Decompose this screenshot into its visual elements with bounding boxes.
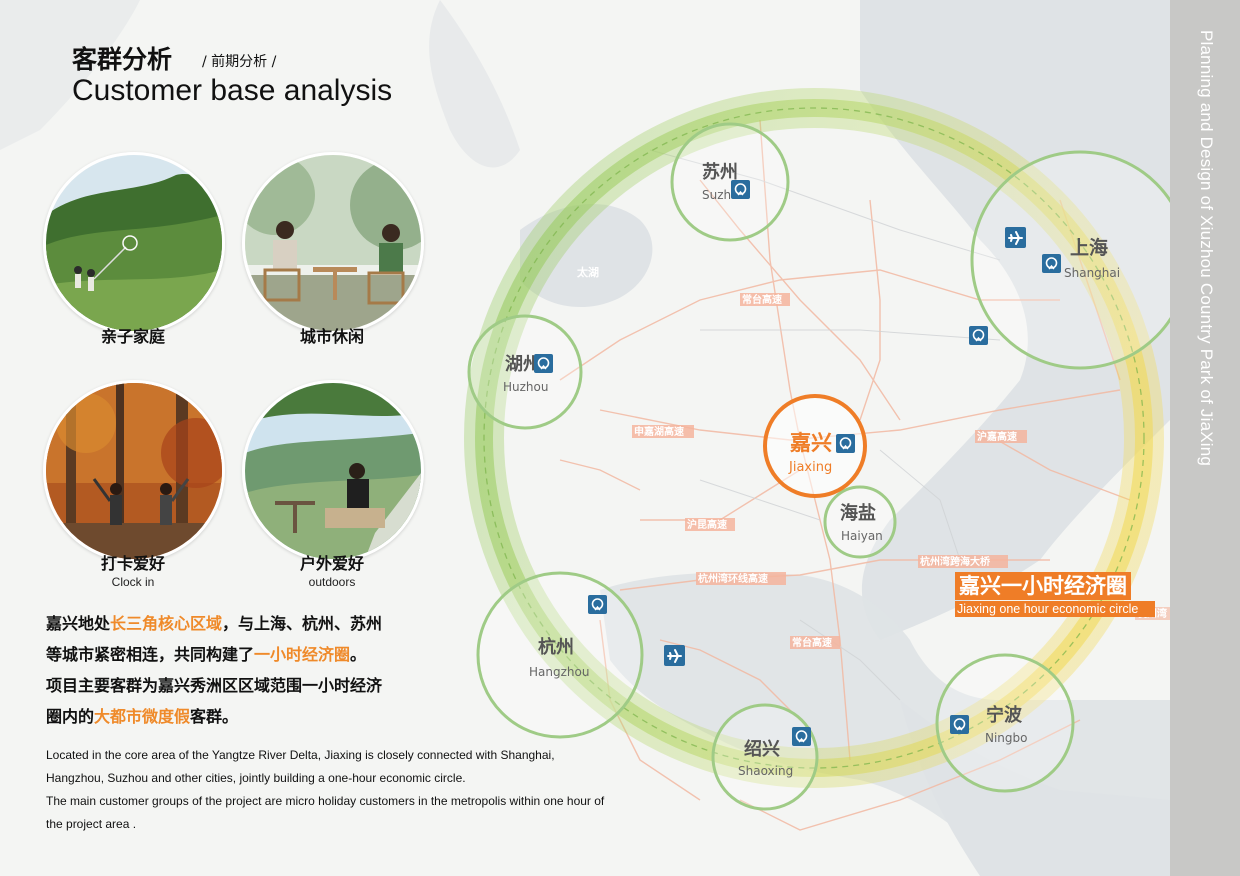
road-label: 杭州湾跨海大桥 [920,555,991,568]
city-name-en: Jiaxing [788,460,832,475]
city-name-en: Huzhou [503,380,548,394]
description-cn: 嘉兴地处长三角核心区域，与上海、杭州、苏州 等城市紧密相连，共同构建了一小时经济… [46,614,383,726]
rail-station-icon [969,326,988,345]
road-label: 常台高速 [742,293,782,306]
photo-family [43,152,225,334]
page-title-cn: 客群分析 [72,45,173,74]
rail-station-icons [534,180,1061,746]
rail-station-icon [731,180,750,199]
city-name-cn: 湖州 [505,354,541,375]
rail-station-icon [792,727,811,746]
city-name-cn: 海盐 [840,502,876,524]
ring-shanghai [970,150,1170,370]
city-name-cn: 绍兴 [744,738,780,760]
category-label-clock-in: 打卡爱好 [100,554,165,573]
category-label-outdoors-en: outdoors [308,575,356,589]
highlight-text: 一小时经济圈 [254,645,351,664]
highlight-text: 大都市微度假 [94,707,191,726]
rail-station-icon [534,354,553,373]
description-en-line: The main customer groups of the project … [46,794,605,808]
lake-label: 太湖 [576,265,599,279]
city-name-en: Haiyan [841,529,883,543]
airport-icons [664,227,1026,666]
road-label: 申嘉湖高速 [634,425,684,438]
economic-circle-label-cn: 嘉兴一小时经济圈 [955,572,1131,600]
description-en-line: Located in the core area of the Yangtze … [46,748,555,762]
rail-station-icon [588,595,607,614]
city-name-en: Hangzhou [529,665,589,679]
one-hour-economic-circle [464,88,1164,788]
city-rings [467,122,1170,811]
city-name-cn: 上海 [1070,236,1108,259]
rail-station-icon [836,434,855,453]
city-name-en: Ningbo [985,731,1028,745]
highway-network-secondary [649,149,1001,701]
category-label-clock-in-en: Clock in [111,575,155,589]
city-name-cn: 嘉兴 [790,431,832,455]
page-title-en: Customer base analysis [72,74,393,107]
city-name-cn: 宁波 [986,704,1023,726]
economic-circle-label-en: Jiaxing one hour economic circle [955,601,1155,617]
category-label-family: 亲子家庭 [100,327,165,346]
city-name-cn: 苏州 [702,161,738,183]
category-label-outdoors: 户外爱好 [299,554,364,573]
ring-ningbo [935,653,1075,793]
sidebar [1170,0,1240,876]
regional-map: 常台高速 申嘉湖高速 沪嘉高速 沪昆高速 杭州湾环线高速 杭州湾跨海大桥 常台高… [0,0,1170,876]
highlight-text: 长三角核心区域 [110,614,223,633]
road-label: 杭州湾环线高速 [698,572,768,585]
ring-haiyan [823,485,897,559]
description-en: Located in the core area of the Yangtze … [46,744,666,836]
city-name-cn: 杭州 [538,636,574,658]
road-label: 沪嘉高速 [977,430,1017,443]
photo-city-leisure [242,152,424,334]
ring-jiaxing [763,394,867,498]
sidebar-vertical-title: Planning and Design of Xiuzhou Country P… [1197,30,1216,467]
economic-circle-callout: 嘉兴一小时经济圈 Jiaxing one hour economic circl… [955,572,1155,617]
water-bodies [0,0,1170,876]
city-name-en: Shaoxing [738,764,793,778]
page-subtitle-cn: / 前期分析 / [202,54,277,70]
road-label: 沪昆高速 [687,518,727,531]
photo-clock-in [43,380,225,562]
ring-huzhou [467,314,583,430]
category-label-city-leisure: 城市休闲 [299,327,364,346]
city-name-en: Shanghai [1064,266,1120,280]
description-en-line: Hangzhou, Suzhou and other cities, joint… [46,771,466,785]
photo-outdoors [242,380,424,562]
description-en-line: the project area . [46,817,137,831]
road-label: 常台高速 [792,636,832,649]
rail-station-icon [950,715,969,734]
ring-shaoxing [711,703,819,811]
ring-suzhou [670,122,790,242]
rail-station-icon [1042,254,1061,273]
